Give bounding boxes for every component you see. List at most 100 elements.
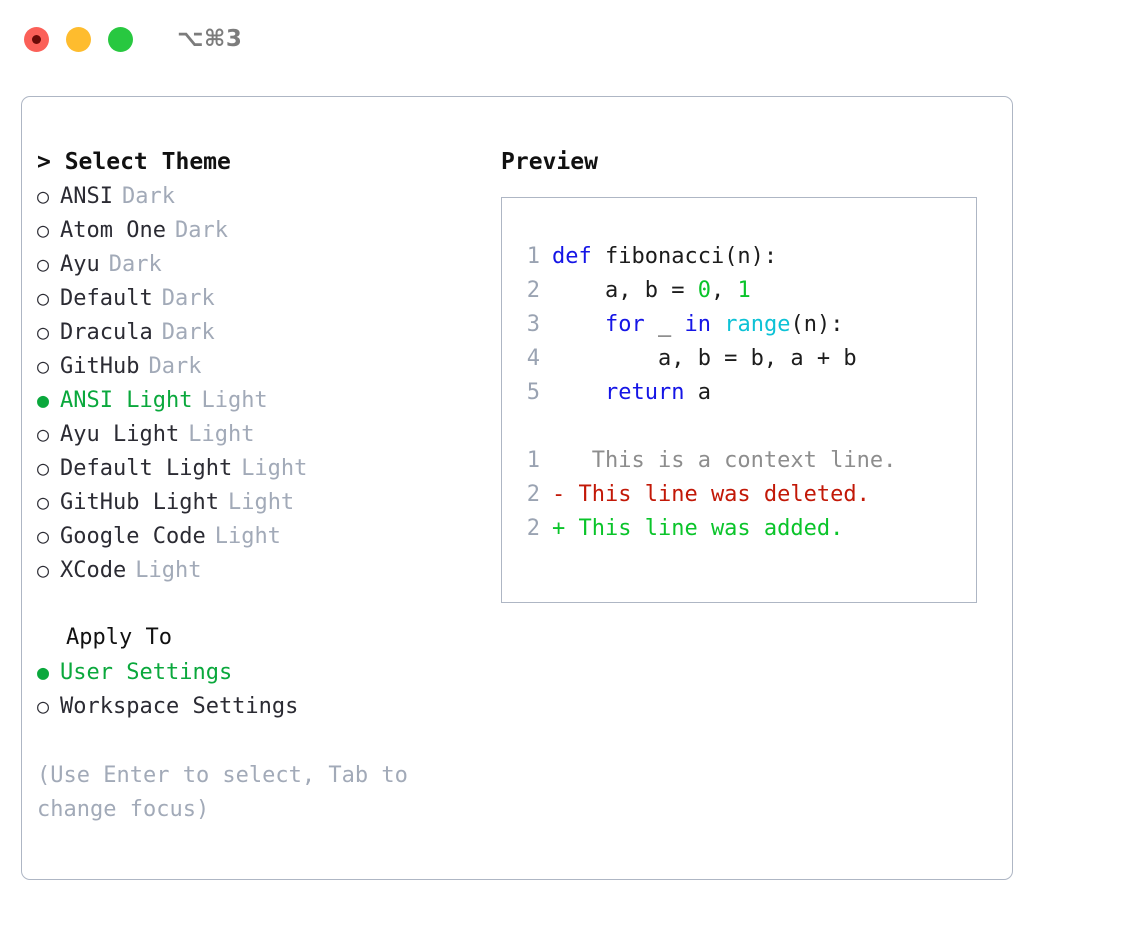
theme-option-tag: Dark (121, 184, 175, 209)
code-token (711, 312, 724, 337)
apply-to-option-label: User Settings (60, 660, 233, 685)
code-line-number: 2 (526, 278, 540, 303)
code-line: 3 for _ in range(n): (516, 308, 970, 342)
radio-unselected-icon: ○ (37, 694, 50, 718)
radio-unselected-icon: ○ (37, 252, 50, 276)
theme-option-label: XCode (60, 558, 127, 583)
keyboard-shortcut-label: ⌥⌘3 (177, 26, 243, 52)
theme-option-label: ANSI (60, 184, 113, 209)
theme-option-label: Default Light (60, 456, 233, 481)
radio-unselected-icon: ○ (37, 524, 50, 548)
code-line: 2 a, b = 0, 1 (516, 274, 970, 308)
theme-option[interactable]: ○ Atom One Dark (37, 213, 497, 247)
diff-line-text: - This line was deleted. (552, 482, 870, 507)
code-line: 4 a, b = b, a + b (516, 342, 970, 376)
code-token: for (604, 312, 645, 337)
theme-option[interactable]: ○ GitHub Dark (37, 349, 497, 383)
radio-unselected-icon: ○ (37, 558, 50, 582)
theme-option-tag: Dark (108, 252, 162, 277)
theme-option[interactable]: ○ Ayu Dark (37, 247, 497, 281)
radio-unselected-icon: ○ (37, 422, 50, 446)
apply-to-option[interactable]: ○Workspace Settings (37, 689, 497, 723)
theme-option-label: Atom One (60, 218, 166, 243)
code-token (552, 380, 605, 405)
code-token: _ (644, 312, 685, 337)
diff-line: 2+ This line was added. (516, 512, 970, 546)
radio-unselected-icon: ○ (37, 354, 50, 378)
code-token: fibonacci(n): (604, 244, 778, 269)
apply-to-heading: Apply To (66, 625, 172, 650)
theme-option[interactable]: ○ ANSI Dark (37, 179, 497, 213)
theme-option-label: GitHub Light (60, 490, 219, 515)
theme-option-label: Dracula (60, 320, 153, 345)
diff-sample: 1 This is a context line. 2 - This line wa… (516, 444, 970, 546)
radio-unselected-icon: ○ (37, 490, 50, 514)
code-line-number: 1 (526, 244, 540, 269)
code-token (552, 312, 605, 337)
preview-heading: Preview (501, 149, 598, 175)
close-button[interactable] (24, 26, 49, 52)
theme-option-label: Ayu Light (60, 422, 180, 447)
theme-option-label: ANSI Light (60, 388, 193, 413)
code-line-text: a, b = 0, 1 (552, 274, 751, 308)
radio-unselected-icon: ○ (37, 218, 50, 242)
code-line: 1 def fibonacci(n): (516, 240, 970, 274)
diff-line-text: This is a context line. (552, 448, 897, 473)
theme-option-tag: Light (241, 456, 308, 481)
theme-option-tag: Dark (174, 218, 228, 243)
code-token: range (724, 312, 791, 337)
code-diff-separator (516, 410, 970, 444)
minimize-button[interactable] (66, 26, 91, 52)
theme-option[interactable]: ○ Dracula Dark (37, 315, 497, 349)
window-titlebar: ⌥⌘3 (0, 0, 1140, 78)
zoom-button[interactable] (108, 26, 133, 52)
theme-option-label: Google Code (60, 524, 206, 549)
select-theme-heading: > Select Theme (37, 149, 231, 175)
theme-option-tag: Light (227, 490, 295, 515)
code-line-text: return a (552, 376, 711, 410)
code-line-number: 3 (526, 312, 540, 337)
theme-option-tag: Light (188, 422, 255, 447)
diff-line-number: 2 (526, 516, 540, 541)
theme-option-label: Default (60, 286, 153, 311)
theme-option[interactable]: ○ GitHub Light Light (37, 485, 497, 519)
code-line: 5 return a (516, 376, 970, 410)
apply-to-list[interactable]: ● User Settings ○Workspace Settings (37, 655, 497, 723)
code-token: , (710, 278, 738, 303)
diff-line: 2 - This line was deleted. (516, 478, 970, 512)
radio-selected-icon: ● (37, 660, 50, 684)
theme-option-tag: Dark (148, 354, 202, 379)
diff-line-number: 2 (526, 482, 540, 507)
theme-option-tag: Dark (161, 320, 215, 345)
radio-unselected-icon: ○ (37, 184, 50, 208)
theme-option[interactable]: ○ Ayu Light Light (37, 417, 497, 451)
code-token: 0 (697, 278, 711, 303)
apply-to-option[interactable]: ● User Settings (37, 655, 497, 689)
code-line-text: a, b = b, a + b (552, 342, 857, 376)
code-line-number: 4 (526, 346, 540, 371)
radio-unselected-icon: ○ (37, 320, 50, 344)
code-token: (n): (790, 312, 844, 337)
code-token: a, b = (552, 278, 698, 303)
keyboard-hint-text: (Use Enter to select, Tab to change focu… (37, 763, 422, 822)
theme-option-label: GitHub (60, 354, 140, 379)
code-line-text: def fibonacci(n): (552, 240, 777, 274)
theme-option-label: Ayu (60, 252, 100, 277)
diff-line: 1 This is a context line. (516, 444, 970, 478)
diff-line-number: 1 (526, 448, 540, 473)
code-token: return (604, 380, 685, 405)
code-token: a, b = b, a + b (552, 346, 857, 371)
theme-option-tag: Light (201, 388, 268, 413)
